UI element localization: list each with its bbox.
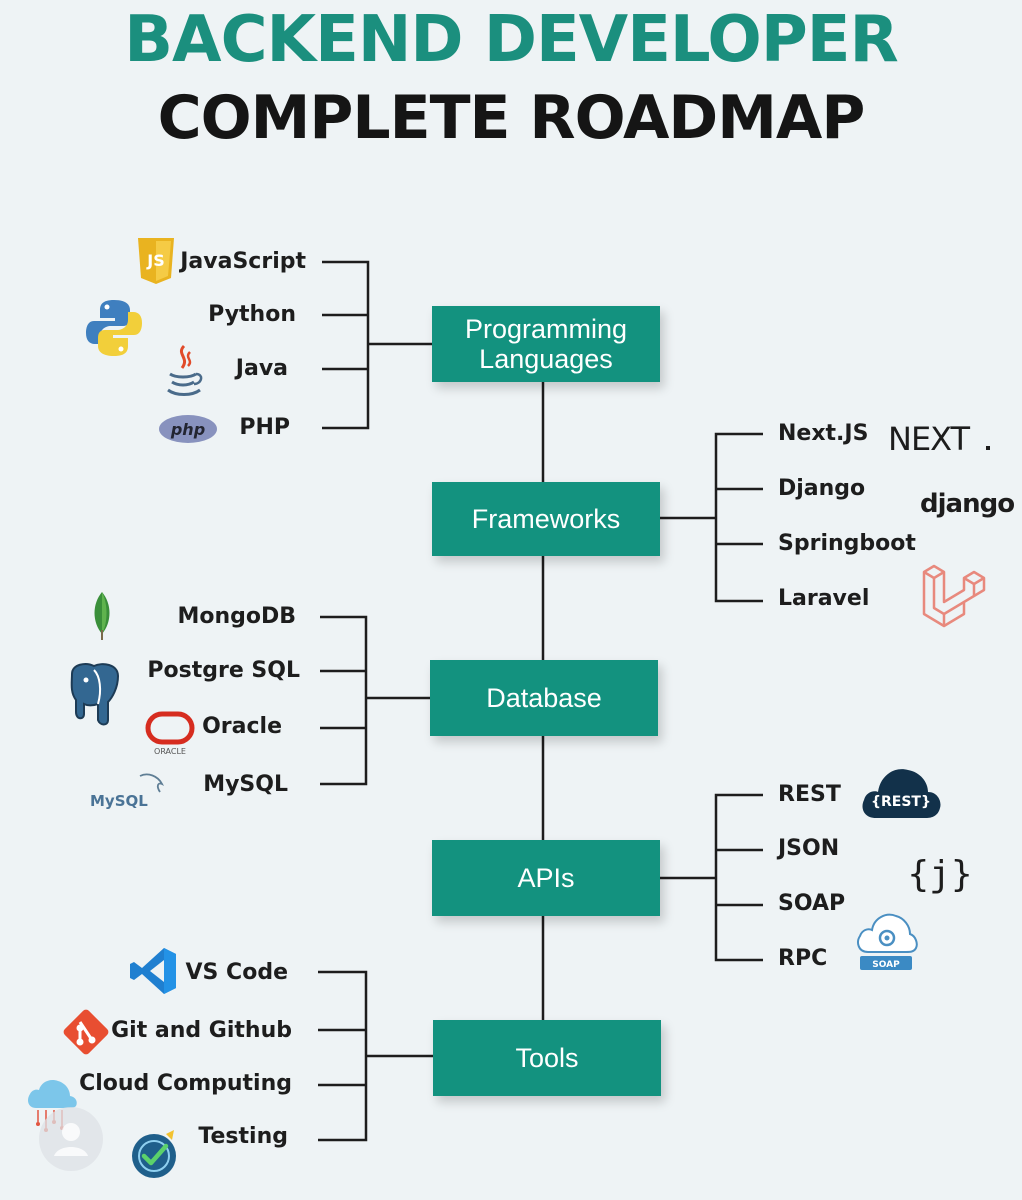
avatar-watermark-icon <box>39 1107 103 1171</box>
node-tools: Tools <box>433 1020 661 1096</box>
mysql-icon: MySQL <box>90 773 165 810</box>
javascript-icon: JS <box>138 238 174 284</box>
bracket-programming <box>322 260 370 430</box>
node-database: Database <box>430 660 658 736</box>
oracle-icon: ORACLE <box>145 711 195 756</box>
leaf-oracle: Oracle <box>202 714 282 739</box>
leaf-testing: Testing <box>198 1124 288 1149</box>
svg-text:MySQL: MySQL <box>90 792 148 810</box>
python-icon <box>86 300 142 356</box>
leaf-laravel: Laravel <box>778 586 870 611</box>
bracket-tools <box>318 970 368 1142</box>
laravel-icon <box>922 564 986 628</box>
leaf-javascript: JavaScript <box>180 249 306 274</box>
leaf-rpc: RPC <box>778 946 828 971</box>
json-icon: {j} <box>907 854 972 895</box>
leaf-java: Java <box>235 356 288 381</box>
leaf-php: PHP <box>239 415 290 440</box>
svg-text:NEXT: NEXT <box>888 420 971 458</box>
svg-text:JS: JS <box>146 251 164 270</box>
rest-icon: {REST} <box>862 769 941 818</box>
title-line-1: BACKEND DEVELOPER <box>124 3 898 77</box>
bracket-frameworks <box>714 432 763 603</box>
django-icon: django <box>920 489 1014 519</box>
leaf-django: Django <box>778 476 866 501</box>
svg-text:django: django <box>920 489 1014 519</box>
leaf-vs-code: VS Code <box>185 960 288 985</box>
leaf-mongodb: MongoDB <box>177 604 296 629</box>
postgresql-icon <box>70 663 120 726</box>
php-icon: php <box>159 415 217 443</box>
leaf-python: Python <box>208 302 296 327</box>
leaf-mysql: MySQL <box>203 772 288 797</box>
leaf-springboot: Springboot <box>778 531 916 556</box>
leaf-cloud-computing: Cloud Computing <box>79 1071 292 1096</box>
node-apis: APIs <box>432 840 660 916</box>
node-programming-languages: Programming Languages <box>432 306 660 382</box>
testing-icon <box>132 1130 176 1178</box>
svg-text:{REST}: {REST} <box>871 794 931 810</box>
bracket-apis <box>714 793 763 962</box>
nextjs-icon: NEXT <box>888 420 990 458</box>
title-line-2: COMPLETE ROADMAP <box>157 83 866 153</box>
git-icon <box>63 1009 109 1055</box>
svg-text:ORACLE: ORACLE <box>154 747 186 756</box>
vscode-icon <box>130 948 176 994</box>
mongodb-icon <box>94 592 110 640</box>
leaf-json: JSON <box>778 836 840 861</box>
leaf-nextjs: Next.JS <box>778 421 869 446</box>
svg-text:{j}: {j} <box>907 854 972 895</box>
leaf-postgre-sql: Postgre SQL <box>147 658 300 683</box>
leaf-rest: REST <box>778 782 841 807</box>
soap-icon: SOAP <box>857 913 918 970</box>
leaf-git-and-github: Git and Github <box>111 1018 292 1043</box>
svg-text:php: php <box>170 420 205 439</box>
svg-text:SOAP: SOAP <box>872 960 900 970</box>
node-frameworks: Frameworks <box>432 482 660 556</box>
leaf-soap: SOAP <box>778 891 846 916</box>
bracket-database <box>320 615 368 786</box>
java-icon <box>167 344 203 396</box>
